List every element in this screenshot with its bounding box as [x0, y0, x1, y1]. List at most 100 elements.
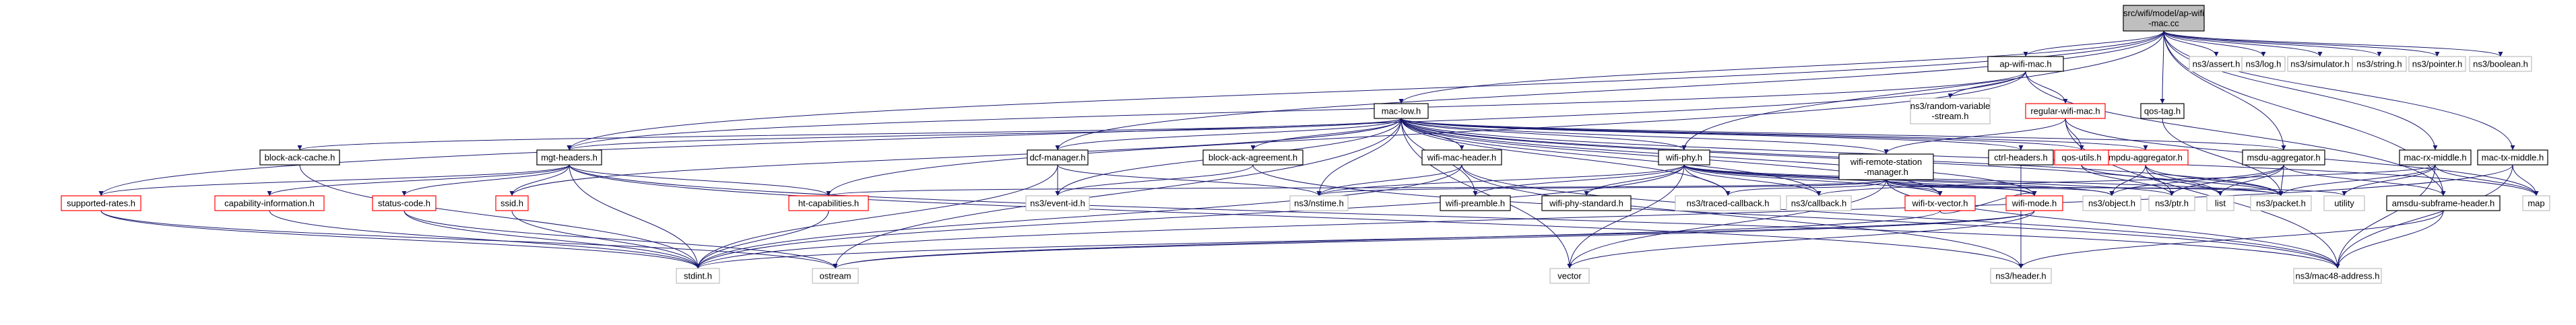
node-label: wifi-preamble.h [1445, 198, 1505, 209]
node-label: wifi-mac-header.h [1427, 153, 1497, 163]
node-wifi-preamble[interactable]: wifi-preamble.h [1440, 195, 1511, 211]
edge-mac-low-to-vector [1400, 118, 1572, 269]
edge-wifi-phy-to-wifi-preamble [1473, 164, 1685, 196]
node-mac-tx-middle[interactable]: mac-tx-middle.h [2477, 149, 2548, 166]
edge-wifi-mode-to-vector [1567, 210, 2035, 269]
edge-wifi-remote-station-manager-to-ht-capabilities [827, 179, 1887, 196]
node-msdu-aggregator[interactable]: msdu-aggregator.h [2242, 149, 2325, 166]
node-nstime: ns3/nstime.h [1289, 195, 1349, 211]
node-box [2399, 149, 2472, 166]
node-map: map [2522, 195, 2550, 211]
node-ht-capabilities[interactable]: ht-capabilities.h [788, 195, 869, 211]
node-box [1987, 56, 2064, 72]
node-ap-wifi-mac[interactable]: ap-wifi-mac.h [1987, 56, 2064, 72]
node-label: qos-tag.h [2144, 106, 2181, 116]
node-label: mpdu-aggregator.h [2108, 153, 2183, 163]
edge-root-to-amsdu-subframe-header [2163, 30, 2446, 196]
edge-amsdu-subframe-header-to-mac48-address [2335, 210, 2444, 269]
node-dcf-manager[interactable]: dcf-manager.h [1027, 149, 1089, 166]
node-block-ack-cache[interactable]: block-ack-cache.h [259, 149, 340, 166]
node-box [2408, 56, 2466, 72]
node-label: qos-utils.h [2061, 153, 2101, 163]
edge-block-ack-agreement-to-event-id [1055, 164, 1254, 196]
node-label: -manager.h [1864, 167, 1908, 177]
node-box [2140, 103, 2185, 119]
node-label: mgt-headers.h [541, 153, 598, 163]
edge-mac-low-to-msdu-aggregator [1400, 118, 2286, 151]
node-pointer: ns3/pointer.h [2408, 56, 2466, 72]
node-mac-low[interactable]: mac-low.h [1374, 103, 1429, 119]
edge-root-to-dcf-manager [1055, 30, 2164, 151]
node-box [2469, 56, 2532, 72]
edge-wifi-phy-to-vector [1567, 164, 1685, 269]
edge-ap-wifi-mac-to-supported-rates [98, 71, 2026, 196]
node-wifi-mode[interactable]: wifi-mode.h [2005, 195, 2063, 211]
node-mpdu-aggregator[interactable]: mpdu-aggregator.h [2102, 149, 2189, 166]
node-box [61, 195, 141, 211]
edge-root-to-mgt-headers [567, 30, 2164, 151]
node-box [2352, 56, 2407, 72]
node-label: wifi-phy.h [1665, 153, 1702, 163]
node-label: ns3/string.h [2356, 59, 2402, 69]
node-mgt-headers[interactable]: mgt-headers.h [536, 149, 602, 166]
node-wifi-tx-vector[interactable]: wifi-tx-vector.h [1904, 195, 1976, 211]
edge-root-to-simulator [2163, 30, 2323, 57]
node-box [1421, 149, 1502, 166]
edge-supported-rates-to-ostream [100, 210, 838, 269]
node-ssid[interactable]: ssid.h [495, 195, 529, 211]
node-ctrl-headers[interactable]: ctrl-headers.h [1988, 149, 2054, 166]
node-label: ns3/packet.h [2256, 198, 2306, 209]
edge-root-to-assert [2163, 30, 2219, 57]
node-label: stdint.h [684, 271, 712, 281]
node-regular-wifi-mac[interactable]: regular-wifi-mac.h [2025, 103, 2106, 119]
node-list: list [2206, 195, 2234, 211]
node-log: ns3/log.h [2241, 56, 2286, 72]
node-box [2250, 195, 2312, 211]
node-box [2323, 195, 2365, 211]
node-capability-information[interactable]: capability-information.h [214, 195, 325, 211]
node-box [676, 268, 720, 284]
node-supported-rates[interactable]: supported-rates.h [61, 195, 141, 211]
node-label: wifi-remote-station [1850, 157, 1922, 167]
edge-msdu-aggregator-to-list [2218, 164, 2284, 196]
edge-root-to-log [2163, 30, 2266, 57]
edge-wifi-mac-header-to-mac48-address [1461, 164, 2340, 269]
edge-mac-low-to-qos-utils [1400, 118, 2084, 151]
edge-status-code-to-ostream [404, 210, 838, 269]
node-callback: ns3/callback.h [1786, 195, 1852, 211]
node-amsdu-subframe-header[interactable]: amsdu-subframe-header.h [2386, 195, 2501, 211]
node-qos-utils[interactable]: qos-utils.h [2054, 149, 2109, 166]
node-wifi-phy[interactable]: wifi-phy.h [1658, 149, 1710, 166]
node-box [1289, 195, 1349, 211]
node-box [1658, 149, 1710, 166]
edge-ap-wifi-mac-to-regular-wifi-mac [2025, 71, 2068, 104]
edge-mac-rx-middle-to-utility [2342, 164, 2436, 196]
node-wifi-remote-station-manager[interactable]: wifi-remote-station-manager.h [1838, 153, 1934, 180]
node-box [1904, 195, 1976, 211]
edge-wifi-mac-header-to-header [1461, 164, 2024, 269]
edge-mac-tx-middle-to-stdint [695, 164, 2513, 269]
node-root[interactable]: src/wifi/model/ap-wifi-mac.cc [2123, 5, 2205, 32]
node-label: ns3/mac48-address.h [2295, 271, 2379, 281]
edge-mac-low-to-callback [1400, 118, 1822, 196]
node-wifi-mac-header[interactable]: wifi-mac-header.h [1421, 149, 1502, 166]
node-label: wifi-mode.h [2011, 198, 2057, 209]
node-block-ack-agreement[interactable]: block-ack-agreement.h [1202, 149, 1303, 166]
node-boolean: ns3/boolean.h [2469, 56, 2532, 72]
node-mac-rx-middle[interactable]: mac-rx-middle.h [2399, 149, 2472, 166]
node-wifi-phy-standard[interactable]: wifi-phy-standard.h [1541, 195, 1632, 211]
node-qos-tag[interactable]: qos-tag.h [2140, 103, 2185, 119]
node-box [1549, 268, 1590, 284]
node-status-code[interactable]: status-code.h [372, 195, 437, 211]
node-box [1786, 195, 1852, 211]
edge-root-to-string [2163, 30, 2382, 57]
node-string: ns3/string.h [2352, 56, 2407, 72]
node-label: ns3/pointer.h [2412, 59, 2462, 69]
node-box [2148, 195, 2195, 211]
node-label: ns3/log.h [2246, 59, 2282, 69]
edge-msdu-aggregator-to-ptr [2169, 164, 2284, 196]
edge-root-to-wifi-phy [1681, 30, 2164, 151]
node-label: -mac.cc [2148, 18, 2179, 28]
node-object: ns3/object.h [2082, 195, 2142, 211]
edge-status-code-to-stdint [404, 210, 701, 269]
